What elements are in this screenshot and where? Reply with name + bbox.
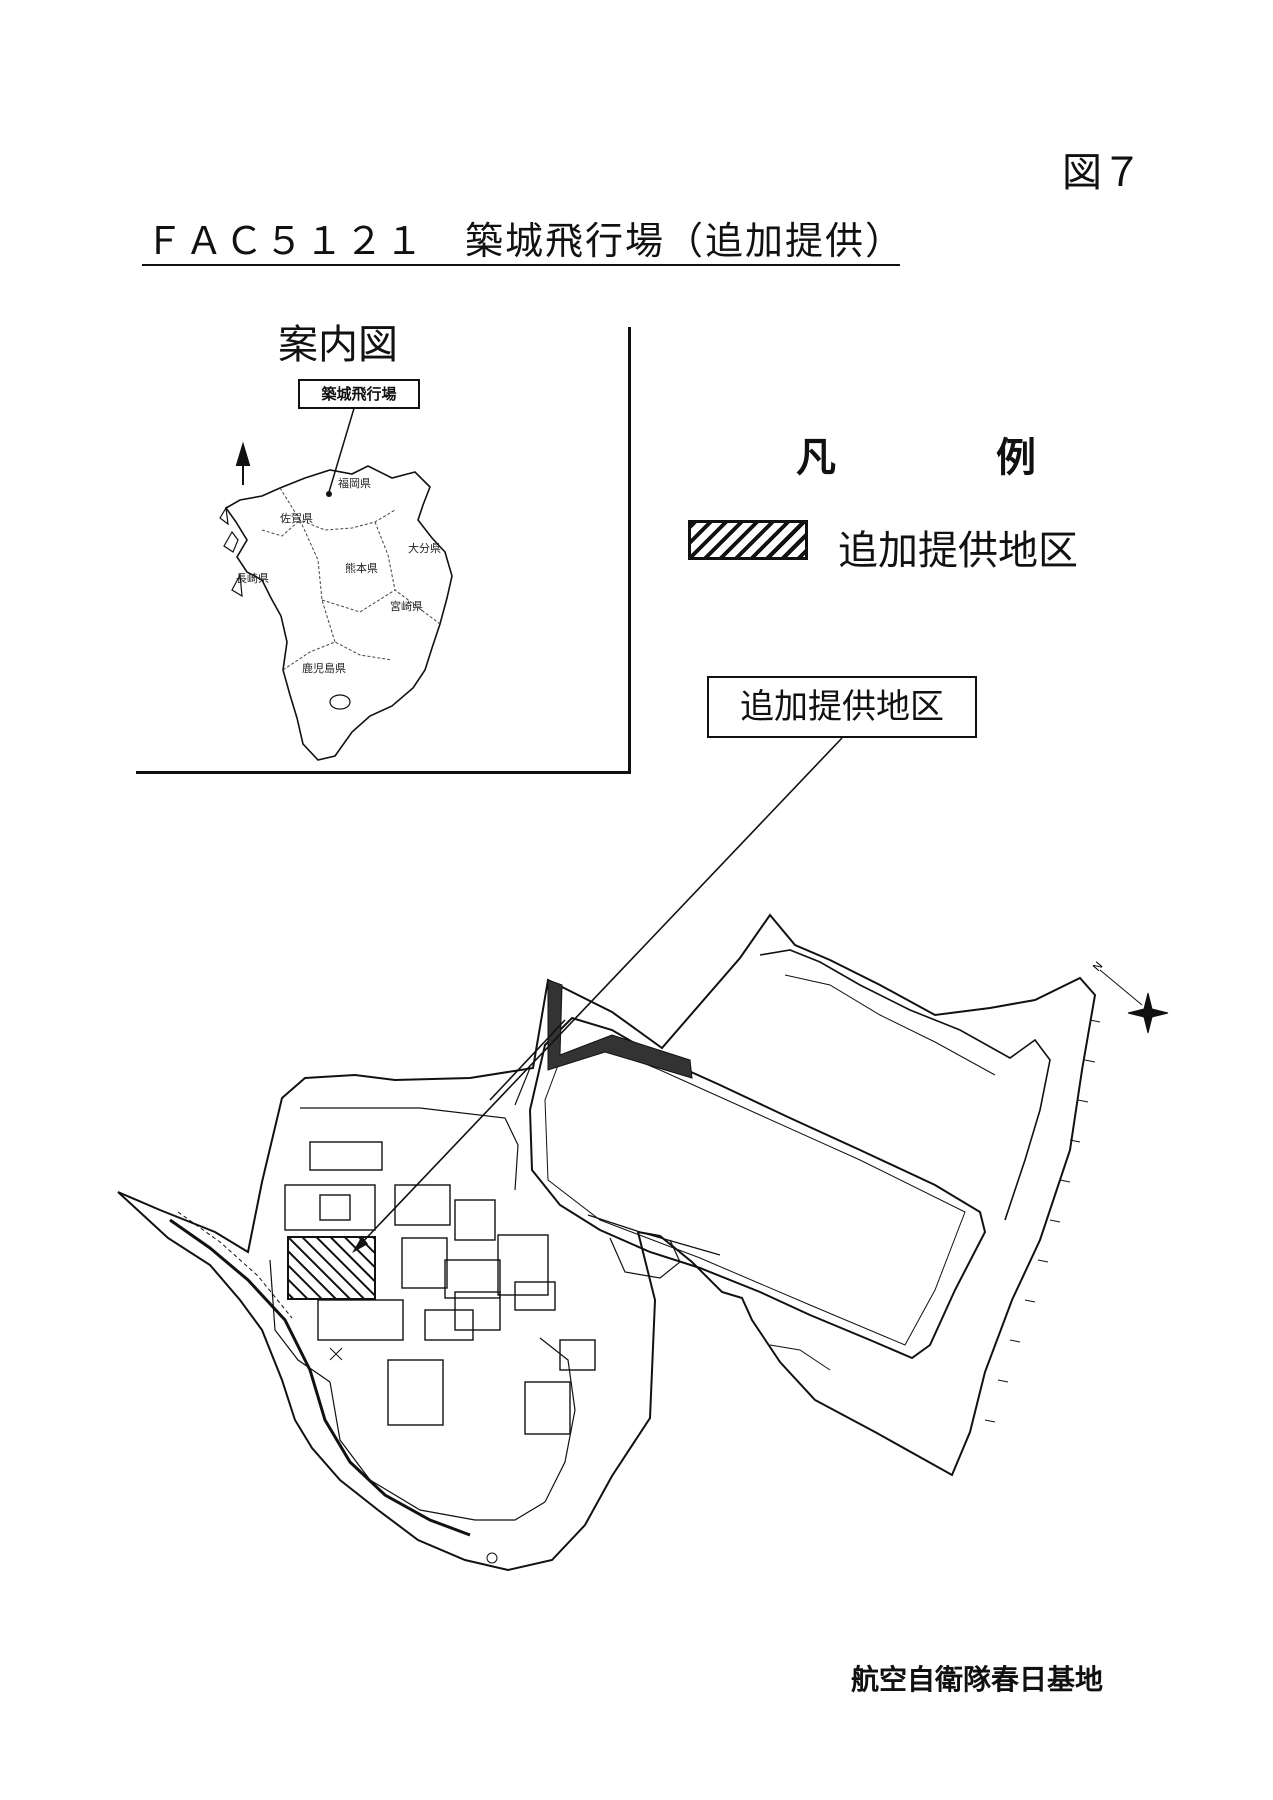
runway-area — [528, 1016, 987, 1360]
inset-location-label: 築城飛行場 — [298, 379, 420, 409]
prefecture-label: 宮崎県 — [390, 600, 423, 613]
eastern-boundary-ticks — [984, 1019, 1101, 1423]
islands — [219, 506, 351, 710]
building-cluster — [284, 1141, 596, 1435]
legend-swatch-hatched — [688, 520, 808, 560]
title-underline — [142, 264, 900, 266]
northeast-loop-inner — [784, 974, 996, 1076]
legend-heading: 凡 例 — [796, 435, 1096, 481]
north-arrow-icon — [235, 441, 251, 485]
western-coastal-dashes — [177, 1211, 293, 1319]
callout-arrowhead — [352, 1236, 368, 1253]
page-title: ＦＡＣ５１２１ 築城飛行場（追加提供） — [145, 219, 906, 263]
prefecture-label: 福岡県 — [338, 477, 371, 490]
inset-frame-right — [628, 327, 631, 774]
runway-inner-line — [544, 1044, 966, 1346]
callout-label-box: 追加提供地区 — [707, 676, 977, 738]
site-misc-marks — [329, 1344, 831, 1564]
site-outer-boundary — [117, 913, 1097, 1572]
inset-frame-bottom — [136, 771, 631, 774]
kyushu-outline — [224, 465, 453, 761]
additional-area-top-strip — [547, 979, 693, 1079]
figure-number: 図７ — [1062, 150, 1142, 196]
prefecture-label: 熊本県 — [345, 562, 378, 575]
callout-leader-lines — [354, 737, 843, 1251]
northeast-loop — [759, 949, 1051, 1221]
western-coastal-strip — [169, 1218, 471, 1537]
prefecture-label: 大分県 — [408, 542, 441, 555]
compass-north-mark: N — [1090, 959, 1105, 974]
compass-rose-icon — [1099, 969, 1169, 1034]
prefecture-label: 佐賀県 — [280, 512, 313, 525]
prefecture-label: 長崎県 — [236, 572, 269, 585]
inset-map-caption: 案内図 — [278, 322, 398, 368]
footer-organization: 航空自衛隊春日基地 — [851, 1663, 1104, 1696]
prefecture-label: 鹿児島県 — [302, 662, 346, 675]
inset-leader-line — [328, 404, 356, 493]
legend-item-label: 追加提供地区 — [838, 528, 1078, 574]
prefecture-boundaries — [261, 487, 441, 671]
airfield-location-marker — [326, 491, 332, 497]
internal-roads — [269, 1067, 721, 1521]
